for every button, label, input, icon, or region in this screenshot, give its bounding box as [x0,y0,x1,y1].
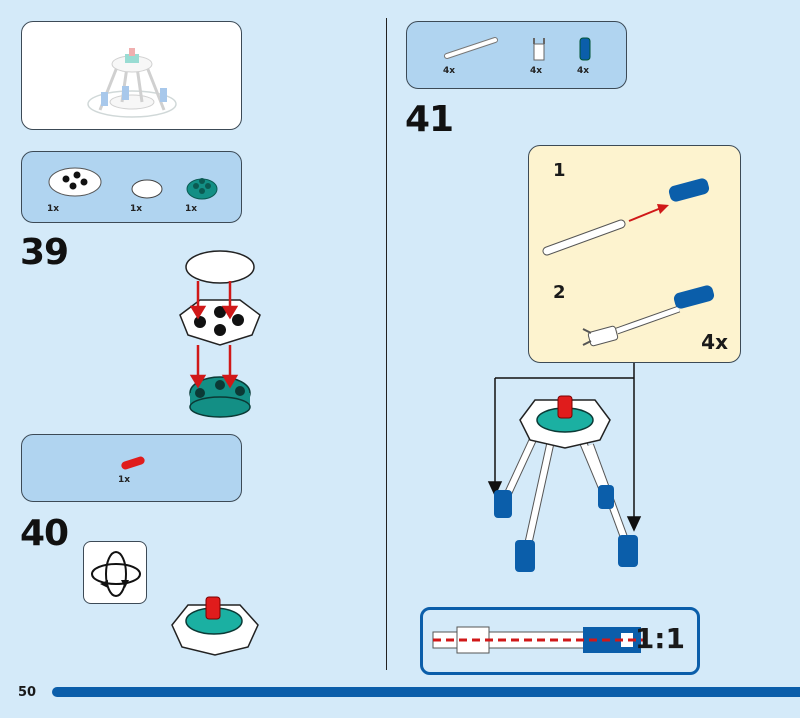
sub-assembly-box: 1 2 4x [528,145,741,363]
scale-ratio-label: 1:1 [634,622,685,655]
step-40-parts-box: 1x [21,434,242,502]
sub-assembly-multiplier: 4x [701,330,728,354]
step-40-assembly-illustration [171,596,259,656]
part-qty: 1x [118,475,131,485]
page-number: 50 [18,685,37,700]
part-teal-round-plate [186,178,218,200]
step-number-39: 39 [20,232,69,273]
sub-step-2-illustration [582,285,715,347]
step-39-assembly-illustration [179,250,261,418]
rotate-model-icon-box [83,541,147,604]
part-qty: 4x [443,66,456,76]
column-divider [386,18,387,670]
rotate-model-icon [91,551,141,597]
step-41-parts-box: 4x 4x 4x [406,21,627,89]
completed-model-preview-image [87,48,177,118]
sub-step-number: 2 [553,282,566,303]
step-number-41: 41 [405,99,454,140]
step-number-40: 40 [20,513,69,554]
page-footer-bar [52,687,800,697]
model-preview-box [21,21,242,130]
part-qty: 1x [130,204,143,214]
placement-arrows [487,363,642,532]
part-qty: 1x [47,204,60,214]
part-white-round-tile [131,179,163,199]
part-qty: 4x [530,66,543,76]
part-white-clip-connector [533,38,545,61]
part-red-axle-connector [121,456,145,470]
part-qty: 4x [577,66,590,76]
sub-step-1-illustration [542,178,710,256]
part-white-tube [444,37,498,59]
assembly-arrows [189,281,239,389]
part-white-round-hub-plate [48,167,102,197]
scale-tube-illustration [432,626,643,654]
part-qty: 1x [185,204,198,214]
white-round-tile [185,250,255,284]
sub-step-number: 1 [553,160,566,181]
part-blue-axle-connector [579,37,591,61]
step-41-assembly-illustration [487,363,642,572]
scale-check-box: 1:1 [420,607,700,675]
step-39-parts-box: 1x 1x 1x [21,151,242,223]
